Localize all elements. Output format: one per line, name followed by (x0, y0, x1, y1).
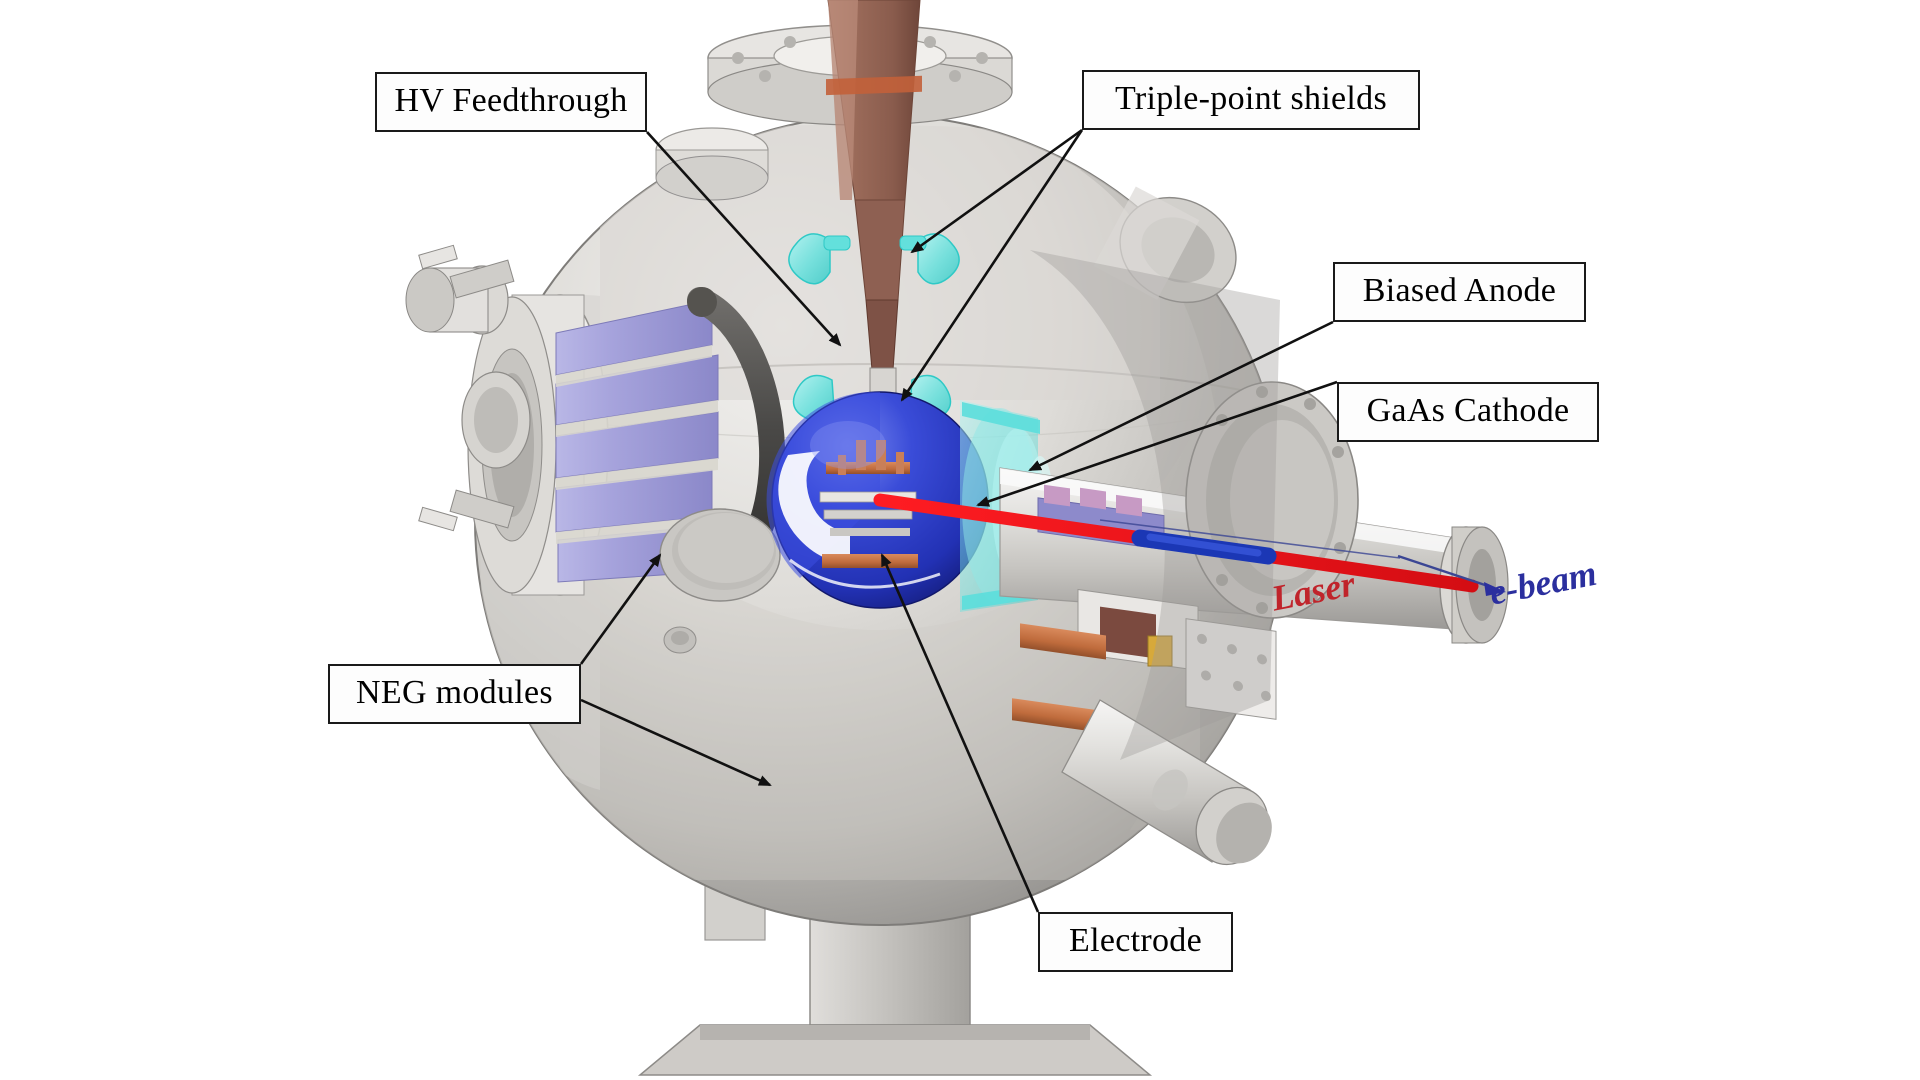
callout-triple-point-shields[interactable]: Triple-point shields (1082, 70, 1420, 130)
upper-right-port (1093, 186, 1237, 304)
electron-beam-arrow (1099, 519, 1506, 596)
leader-neg-modules (579, 553, 662, 665)
callout-neg-modules[interactable]: NEG modules (328, 664, 581, 724)
callout-hv-feedthrough[interactable]: HV Feedthrough (375, 72, 647, 132)
leader-triple-point-shields (910, 128, 1083, 254)
laser-beam (873, 493, 1479, 593)
small-feedthroughs (418, 244, 515, 532)
leader-electrode (880, 553, 1040, 913)
lower-right-port (1061, 699, 1272, 866)
lower-left-port (461, 371, 531, 469)
hv-ceramic-insulator-stalk (826, 0, 922, 447)
neg-module-array-left (555, 287, 786, 597)
leader-triple-point-shields (900, 129, 1084, 402)
leader-neg-modules (580, 698, 772, 787)
leader-gaas-cathode (976, 380, 1338, 507)
leader-biased-anode (1028, 320, 1334, 472)
callout-biased-anode[interactable]: Biased Anode (1333, 262, 1586, 322)
callout-gaas-cathode[interactable]: GaAs Cathode (1337, 382, 1599, 442)
beamline-internals (1012, 484, 1277, 736)
bolt-boss-small (663, 626, 697, 654)
callout-electrode[interactable]: Electrode (1038, 912, 1233, 972)
leader-hv-feedthrough (646, 131, 842, 347)
